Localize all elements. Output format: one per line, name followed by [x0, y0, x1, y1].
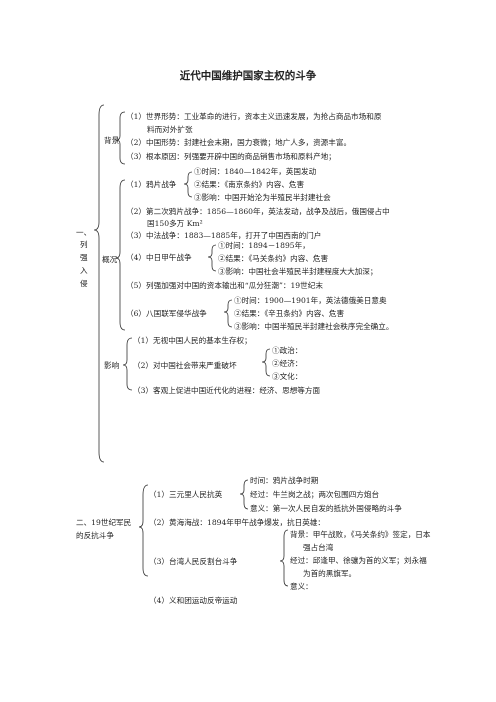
overview-label: 概况	[102, 255, 118, 264]
sino-japanese-item: ①时间：1894－1895年，	[218, 241, 310, 250]
sino-french-war: （3）中法战争：1883—1885年，打开了中国西南的门户	[126, 231, 322, 240]
sanyuanli-item: 时间：鸦片战争时期	[250, 476, 319, 485]
taiwan-item: 经过：邱逢甲、徐骧为首的义军；刘永福	[290, 556, 427, 565]
taiwan-item-cont: 强占台湾	[303, 543, 334, 552]
scramble-item: （5）列强加强对中国的资本输出和“瓜分狂潮”：19世纪末	[126, 281, 323, 290]
eight-nation-label: （6）八国联军侵华战争	[126, 309, 207, 318]
brace-sino-japanese	[207, 244, 217, 272]
background-item: （1）世界形势：工业革命的进行，资本主义迅速发展，为抢占商品市场和原	[126, 112, 382, 121]
part1-heading-char: 入	[80, 266, 88, 275]
impact-sub-item: ①政治：	[272, 346, 303, 355]
sino-japanese-item: ③影响：中国社会半殖民半封建程度大大加深；	[218, 267, 378, 276]
impact-label: 影响	[104, 361, 120, 370]
opium-war-item: ①时间：1840—1842年，英国发动	[194, 167, 317, 176]
impact-item-1: （1）无视中国人民的基本生存权；	[133, 336, 252, 345]
part2-heading-cont: 的反抗斗争	[76, 531, 114, 540]
yellow-sea-battle: （2）黄海海战：1894年甲午战争爆发，抗日英雄：	[149, 518, 326, 527]
page-title: 近代中国维护国家主权的斗争	[179, 70, 317, 82]
background-item: （2）中国形势：封建社会末期，国力衰微；地广人多，资源丰富。	[126, 138, 352, 147]
second-opium-war-cont: 国150多万 Km²	[147, 219, 203, 228]
brace-sanyuanli	[239, 479, 249, 510]
opium-war-label: （1）鸦片战争	[126, 180, 177, 189]
taiwan-item: 意义：	[290, 582, 313, 591]
part1-heading-num: 一、	[76, 228, 92, 237]
brace-part2	[138, 484, 149, 577]
part2-heading: 二、19世纪军民	[76, 518, 132, 527]
brace-impact	[122, 337, 133, 391]
brace-part1	[93, 104, 105, 463]
sanyuanli-item: 经过：牛兰岗之战；两次包围四方炮台	[250, 490, 380, 499]
brace-opium	[183, 171, 193, 198]
brace-taiwan	[279, 529, 289, 587]
background-item: （3）根本原因：列强要开辟中国的商品销售市场和原料产地；	[126, 152, 336, 161]
part1-heading-char: 列	[80, 240, 88, 249]
second-opium-war: （2）第二次鸦片战争：1856—1860年，英法发动，战争及战后，俄国侵占中	[126, 207, 390, 216]
sanyuanli-label: （1）三元里人民抗英	[149, 490, 223, 499]
impact-item-3: （3）客观上促进中国近代化的进程：经济、思想等方面	[133, 386, 321, 395]
part1-heading-char: 强	[80, 253, 88, 262]
part1-heading-char: 侵	[80, 279, 88, 288]
opium-war-item: ③影响：中国开始沦为半殖民半封建社会	[194, 193, 331, 202]
background-label: 背景	[104, 136, 120, 145]
taiwan-label: （3）台湾人民反割台斗争	[149, 557, 238, 566]
eight-nation-item: ③影响：中国半殖民半封建社会秩序完全确立。	[234, 322, 394, 331]
impact-item-2: （2）对中国社会带来严重破坏	[133, 361, 237, 370]
brace-overview	[115, 179, 126, 331]
taiwan-item: 背景：甲午战败，《马关条约》签定，日本	[290, 530, 431, 539]
sanyuanli-item: 意义：第一次人民自发的抵抗外国侵略的斗争	[250, 504, 402, 513]
brace-impact-2	[261, 348, 271, 377]
eight-nation-item: ①时间：1900—1901年，英法德俄美日意奥	[234, 296, 387, 305]
impact-sub-item: ③文化：	[272, 372, 303, 381]
opium-war-item: ②结果：《南京条约》内容、危害	[194, 180, 305, 189]
eight-nation-item: ②结果：《辛丑条约》内容、危害	[234, 309, 345, 318]
sino-japanese-item: ②结果：《马关条约》内容、危害	[218, 254, 329, 263]
impact-sub-item: ②经济：	[272, 359, 303, 368]
sino-japanese-label: （4）中日甲午战争	[126, 253, 192, 262]
background-item: 料而对外扩张	[147, 125, 193, 134]
taiwan-item-cont: 为首的黑旗军。	[303, 569, 357, 578]
brace-eight-nation	[223, 299, 233, 328]
boxer-movement: （4）义和团运动反帝运动	[149, 596, 238, 605]
